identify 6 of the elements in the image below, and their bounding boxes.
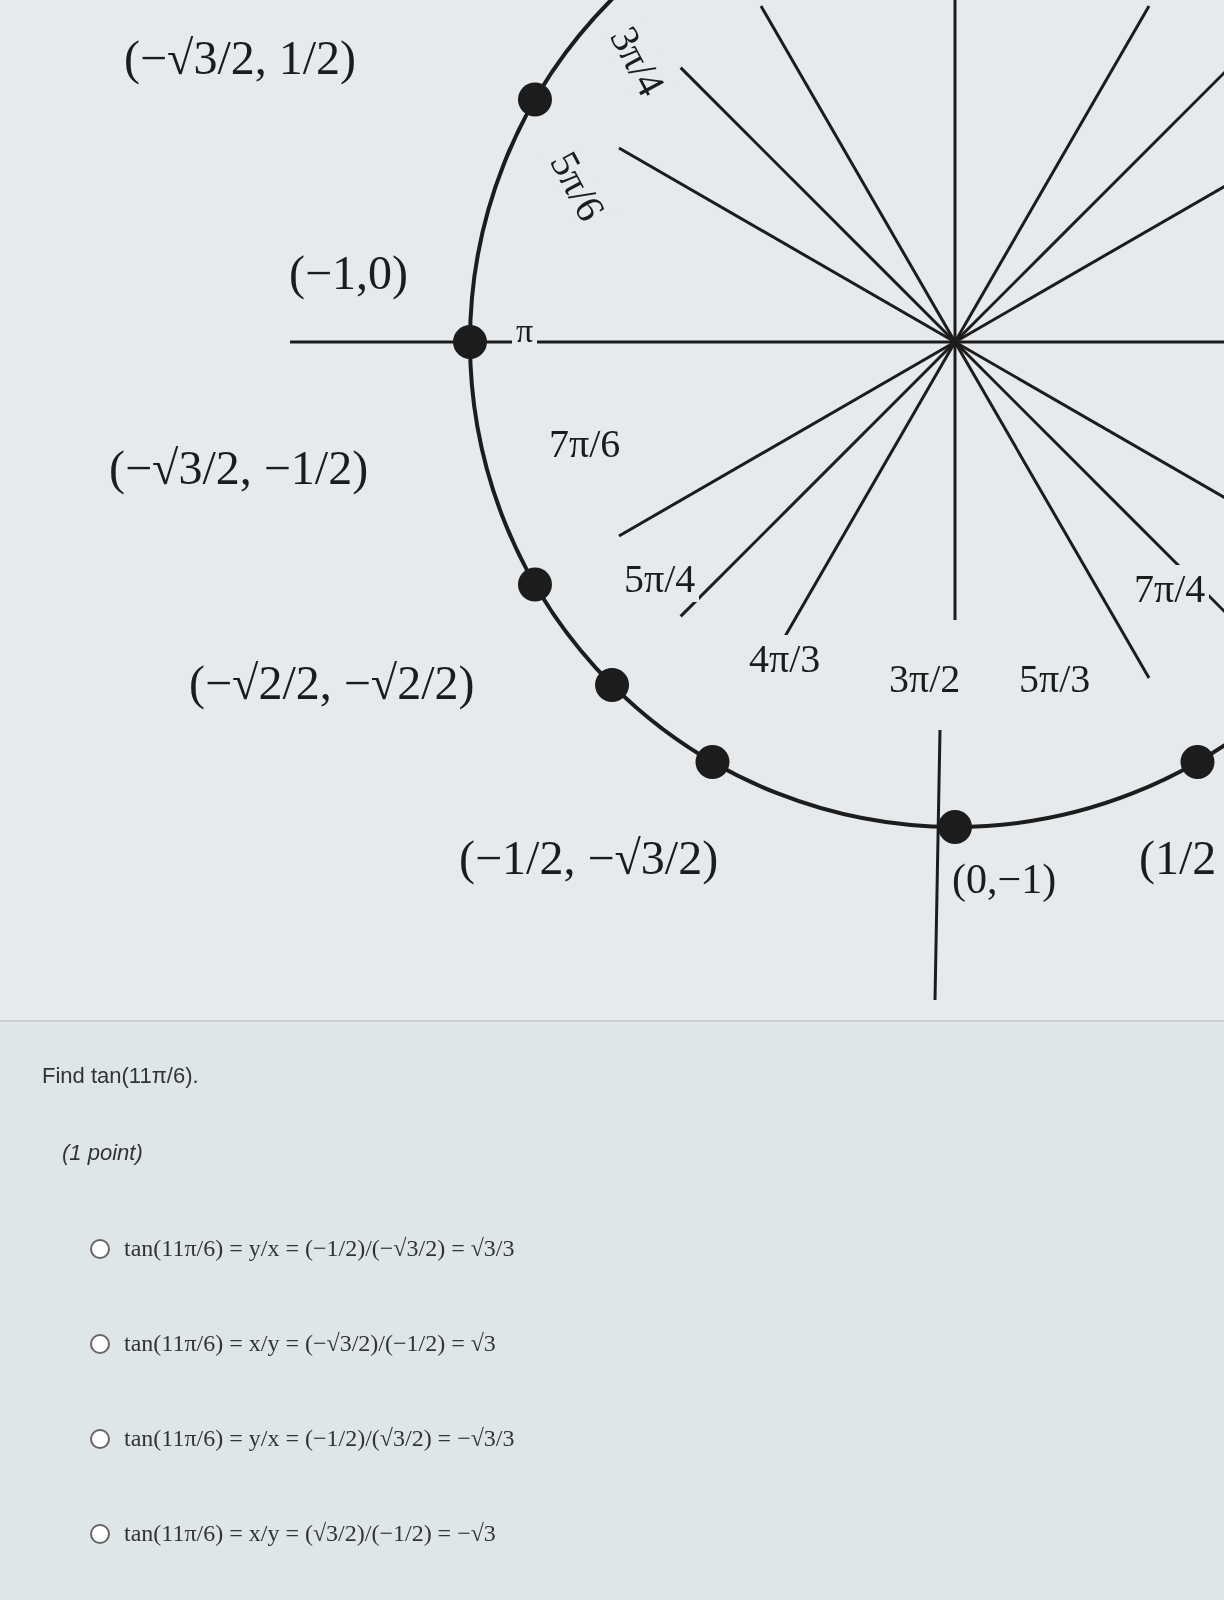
- question-text: Find tan(11π/6).: [42, 1063, 199, 1089]
- answer-option: tan(11π/6) = x/y = (√3/2)/(−1/2) = −√3: [124, 1520, 496, 1547]
- points-text: (1 point): [62, 1140, 143, 1166]
- answer-option: tan(11π/6) = y/x = (−1/2)/(√3/2) = −√3/3: [124, 1425, 515, 1452]
- answer-option: tan(11π/6) = y/x = (−1/2)/(−√3/2) = √3/3: [124, 1235, 515, 1262]
- answer-option: tan(11π/6) = x/y = (−√3/2)/(−1/2) = √3: [124, 1330, 496, 1357]
